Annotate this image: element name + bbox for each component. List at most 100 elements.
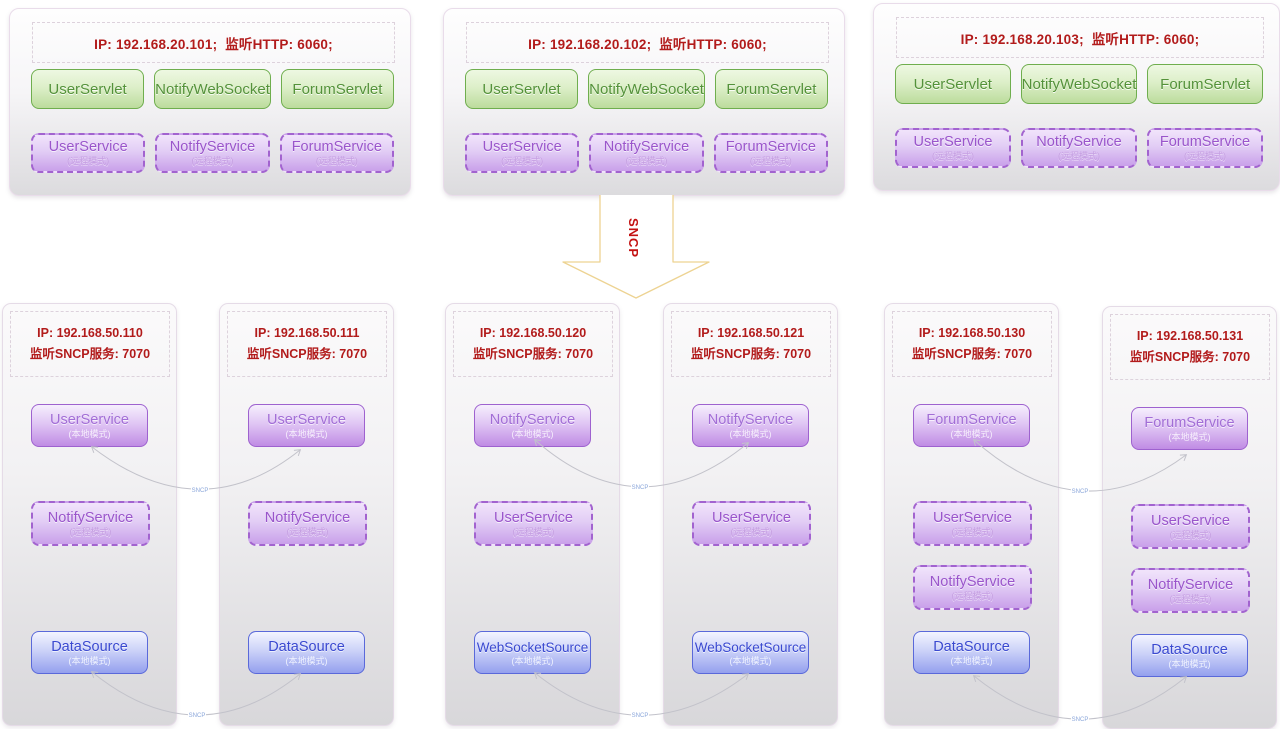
node-mode: (远程模式) bbox=[69, 526, 112, 537]
listen-line: 监听SNCP服务: 7070 bbox=[246, 347, 368, 361]
node-title: UserService bbox=[712, 509, 791, 526]
ip-header: IP: 192.168.20.102; 监听HTTP: 6060; bbox=[466, 22, 829, 63]
node-title: DataSource bbox=[1151, 641, 1228, 658]
user-service-remote-node: UserService (远程模式) bbox=[692, 501, 811, 546]
node-mode: (远程模式) bbox=[951, 590, 994, 601]
websocket-source-node: WebSocketSource (本地模式) bbox=[692, 631, 809, 674]
listen-line: 监听SNCP服务: 7070 bbox=[472, 347, 594, 361]
data-source-node: DataSource (本地模式) bbox=[913, 631, 1030, 674]
node-mode: (远程模式) bbox=[67, 156, 110, 166]
node-title: NotifyService bbox=[707, 411, 794, 428]
node-mode: (远程模式) bbox=[625, 156, 668, 166]
node-title: NotifyService bbox=[1147, 576, 1234, 593]
node-title: UserService bbox=[267, 411, 346, 428]
node-mode: (本地模式) bbox=[950, 428, 993, 439]
connector-label-bg bbox=[631, 483, 649, 490]
listen-line: 监听SNCP服务: 7070 bbox=[911, 347, 1033, 361]
node-mode: (远程模式) bbox=[1169, 529, 1212, 540]
node-mode: (本地模式) bbox=[511, 428, 554, 439]
forum-service-local-node: ForumService (本地模式) bbox=[913, 404, 1030, 447]
user-service-remote-node: UserService (远程模式) bbox=[1131, 504, 1250, 549]
node-mode: (远程模式) bbox=[286, 526, 329, 537]
ip-line: IP: 192.168.50.120 bbox=[479, 326, 587, 340]
node-mode: (远程模式) bbox=[315, 156, 358, 166]
notify-service-local-node: NotifyService (本地模式) bbox=[474, 404, 591, 447]
node-title: NotifyService bbox=[489, 411, 576, 428]
notify-websocket-box: NotifyWebSocket bbox=[1020, 64, 1138, 104]
listen-line: 监听SNCP服务: 7070 bbox=[1129, 350, 1251, 364]
node-mode: (远程模式) bbox=[730, 526, 773, 537]
node-title: DataSource bbox=[51, 638, 128, 655]
ip-header: IP: 192.168.50.131 监听SNCP服务: 7070 bbox=[1110, 314, 1270, 380]
notify-service-remote-node: NotifyService (远程模式) bbox=[1131, 568, 1250, 613]
notify-service-remote-node: NotifyService (远程模式) bbox=[1021, 128, 1137, 168]
user-service-remote-node: UserService (远程模式) bbox=[895, 128, 1011, 168]
connector-label: SNCP bbox=[1072, 489, 1089, 495]
ip-header: IP: 192.168.50.121 监听SNCP服务: 7070 bbox=[671, 311, 831, 377]
sncp-server-120: IP: 192.168.50.120 监听SNCP服务: 7070 Notify… bbox=[445, 303, 620, 726]
node-mode: (本地模式) bbox=[511, 655, 554, 666]
node-mode: (远程模式) bbox=[1184, 151, 1226, 161]
connector-label-bg bbox=[191, 486, 209, 493]
node-title: NotifyService bbox=[169, 139, 256, 155]
ip-line: IP: 192.168.20.102; 监听HTTP: 6060; bbox=[528, 36, 767, 52]
sncp-arrow-label: SNCP bbox=[626, 218, 641, 258]
forum-service-remote-node: ForumService (远程模式) bbox=[713, 133, 828, 173]
node-title: ForumService bbox=[926, 411, 1017, 428]
node-mode: (本地模式) bbox=[1168, 658, 1211, 669]
ip-line: IP: 192.168.50.110 bbox=[37, 326, 143, 340]
node-title: NotifyService bbox=[929, 573, 1016, 590]
node-mode: (远程模式) bbox=[951, 526, 994, 537]
servlet-row: UserServlet NotifyWebSocket ForumServlet bbox=[31, 69, 394, 109]
user-servlet-box: UserServlet bbox=[31, 69, 145, 109]
node-title: WebSocketSource bbox=[694, 639, 807, 655]
sncp-server-130: IP: 192.168.50.130 监听SNCP服务: 7070 ForumS… bbox=[884, 303, 1059, 726]
sncp-server-111: IP: 192.168.50.111 监听SNCP服务: 7070 UserSe… bbox=[219, 303, 394, 726]
node-mode: (本地模式) bbox=[729, 655, 772, 666]
user-servlet-box: UserServlet bbox=[895, 64, 1011, 104]
ip-header: IP: 192.168.50.120 监听SNCP服务: 7070 bbox=[453, 311, 613, 377]
http-server-101: IP: 192.168.20.101; 监听HTTP: 6060; UserSe… bbox=[9, 8, 411, 196]
notify-service-remote-node: NotifyService (远程模式) bbox=[913, 565, 1032, 610]
http-server-102: IP: 192.168.20.102; 监听HTTP: 6060; UserSe… bbox=[443, 8, 845, 196]
node-title: DataSource bbox=[268, 638, 345, 655]
service-row: UserService (远程模式) NotifyService (远程模式) … bbox=[465, 133, 828, 173]
service-row: UserService (远程模式) NotifyService (远程模式) … bbox=[895, 128, 1263, 168]
user-service-remote-node: UserService (远程模式) bbox=[465, 133, 580, 173]
service-row: UserService (远程模式) NotifyService (远程模式) … bbox=[31, 133, 394, 173]
ip-header: IP: 192.168.50.111 监听SNCP服务: 7070 bbox=[227, 311, 387, 377]
connector-label: SNCP bbox=[632, 485, 649, 491]
forum-service-remote-node: ForumService (远程模式) bbox=[1147, 128, 1263, 168]
connector-label-bg bbox=[1071, 487, 1089, 494]
ip-line: IP: 192.168.50.121 bbox=[697, 326, 805, 340]
node-mode: (本地模式) bbox=[1168, 431, 1211, 442]
listen-line: 监听SNCP服务: 7070 bbox=[29, 347, 151, 361]
data-source-node: DataSource (本地模式) bbox=[248, 631, 365, 674]
notify-service-remote-node: NotifyService (远程模式) bbox=[248, 501, 367, 546]
ip-header: IP: 192.168.20.101; 监听HTTP: 6060; bbox=[32, 22, 395, 63]
forum-service-local-node: ForumService (本地模式) bbox=[1131, 407, 1248, 450]
node-title: UserService bbox=[913, 134, 993, 150]
forum-servlet-box: ForumServlet bbox=[714, 69, 828, 109]
forum-service-remote-node: ForumService (远程模式) bbox=[279, 133, 394, 173]
user-service-local-node: UserService (本地模式) bbox=[31, 404, 148, 447]
connector-label: SNCP bbox=[632, 713, 649, 719]
node-mode: (本地模式) bbox=[68, 655, 111, 666]
user-service-remote-node: UserService (远程模式) bbox=[474, 501, 593, 546]
notify-service-remote-node: NotifyService (远程模式) bbox=[31, 501, 150, 546]
node-title: UserService bbox=[933, 509, 1012, 526]
node-title: NotifyService bbox=[47, 509, 134, 526]
node-mode: (远程模式) bbox=[191, 156, 234, 166]
forum-servlet-box: ForumServlet bbox=[280, 69, 394, 109]
ip-line: IP: 192.168.50.130 bbox=[918, 326, 1026, 340]
servlet-row: UserServlet NotifyWebSocket ForumServlet bbox=[895, 64, 1263, 104]
ip-line: IP: 192.168.50.111 bbox=[254, 326, 360, 340]
sncp-down-arrow bbox=[562, 195, 710, 299]
node-title: NotifyService bbox=[603, 139, 690, 155]
notify-service-remote-node: NotifyService (远程模式) bbox=[155, 133, 270, 173]
connector-label: SNCP bbox=[1072, 717, 1089, 723]
node-mode: (远程模式) bbox=[749, 156, 792, 166]
notify-service-remote-node: NotifyService (远程模式) bbox=[589, 133, 704, 173]
node-title: ForumService bbox=[1159, 134, 1251, 150]
node-title: UserService bbox=[50, 411, 129, 428]
